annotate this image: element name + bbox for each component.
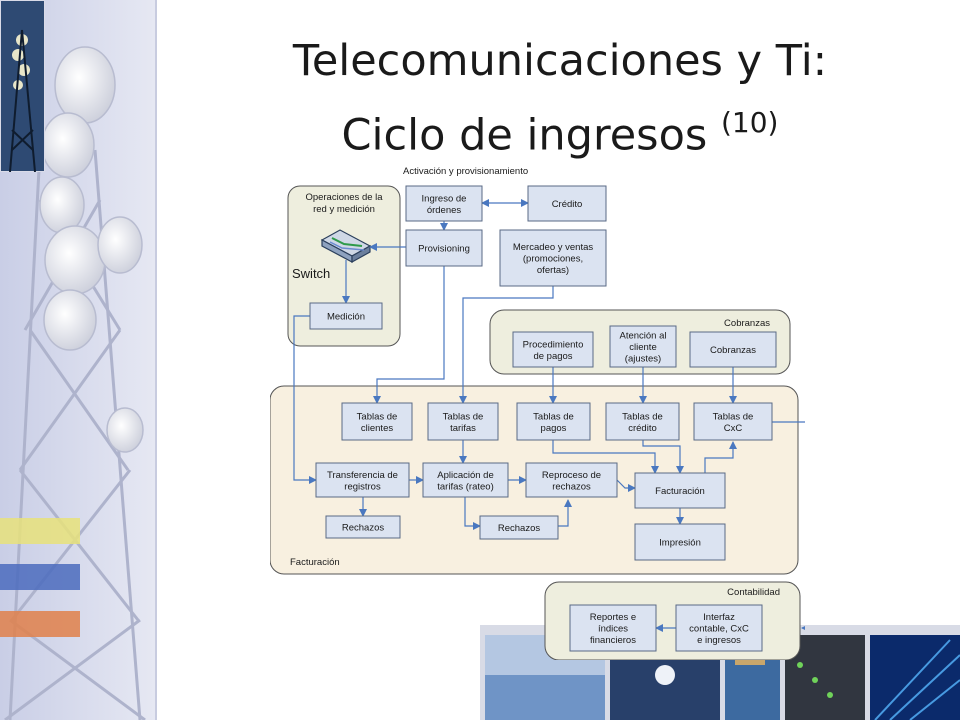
box-impresion: Impresión	[634, 523, 726, 561]
box-rechazos1-line-1: Rechazos	[342, 523, 384, 534]
tower-image-panel	[0, 0, 155, 720]
slide-title-text: Ciclo de ingresos	[341, 110, 708, 161]
box-facturacion-box: Facturación	[634, 472, 726, 509]
group-label-operaciones-1: Operaciones de la	[305, 192, 383, 203]
slide-title-note: (10)	[720, 106, 779, 139]
box-tablas-pagos-line-2: pagos	[541, 423, 567, 434]
box-mercadeo-line-1: Mercadeo y ventas	[513, 242, 594, 253]
group-label-operaciones-2: red y medición	[313, 204, 375, 215]
box-interfaz-line-2: contable, CxC	[689, 624, 749, 635]
box-tablas-clientes-line-2: clientes	[361, 423, 393, 434]
box-interfaz-line-3: e ingresos	[697, 635, 741, 646]
box-cobranzas-box: Cobranzas	[689, 331, 777, 368]
box-interfaz-line-1: Interfaz	[703, 612, 735, 623]
switch-label: Switch	[292, 266, 330, 281]
box-atencion-line-2: cliente	[629, 342, 656, 353]
box-mercadeo: Mercadeo y ventas(promociones,ofertas)	[499, 229, 607, 287]
box-reportes-line-3: financieros	[590, 635, 636, 646]
box-tablas-credito-line-1: Tablas de	[622, 411, 663, 422]
box-reportes-line-2: índices	[598, 624, 628, 635]
box-reproceso-line-1: Reproceso de	[542, 470, 601, 481]
box-tablas-pagos-line-1: Tablas de	[533, 411, 574, 422]
box-atencion-line-1: Atención al	[619, 331, 666, 342]
group-label-activacion: Activación y provisionamiento	[403, 166, 528, 177]
box-mercadeo-line-3: ofertas)	[537, 265, 569, 276]
box-credito: Crédito	[527, 185, 607, 222]
switch-icon	[320, 229, 372, 264]
box-facturacion-box-line-1: Facturación	[655, 486, 705, 497]
technology-photo-strip	[480, 625, 960, 720]
photo-inset	[0, 0, 46, 173]
revenue-cycle-diagram: Activación y provisionamiento Operacione…	[270, 166, 805, 660]
box-procedimiento-line-2: de pagos	[533, 351, 572, 362]
box-aplicacion-line-1: Aplicación de	[437, 470, 494, 481]
box-tablas-credito-line-2: crédito	[628, 423, 657, 434]
box-tablas-cxc-line-2: CxC	[724, 423, 743, 434]
box-transferencia-line-2: registros	[344, 481, 381, 492]
box-rechazos1: Rechazos	[325, 515, 401, 539]
box-provisioning: Provisioning	[405, 229, 483, 267]
box-tablas-tarifas-line-2: tarifas	[450, 423, 476, 434]
box-reportes-line-1: Reportes e	[590, 612, 636, 623]
box-medicion-line-1: Medición	[327, 312, 365, 323]
group-label-cobranzas: Cobranzas	[724, 318, 770, 329]
box-cobranzas-box-line-1: Cobranzas	[710, 345, 756, 356]
box-transferencia-line-1: Transferencia de	[327, 470, 398, 481]
group-label-contabilidad: Contabilidad	[727, 587, 780, 598]
slide-title-line-1: Telecomunicaciones y Ti:	[292, 36, 828, 86]
box-aplicacion-line-2: tarifas (rateo)	[437, 481, 494, 492]
side-separator	[155, 0, 157, 720]
box-mercadeo-line-2: (promociones,	[523, 254, 583, 265]
box-tablas-clientes-line-1: Tablas de	[357, 411, 398, 422]
box-rechazos2-line-1: Rechazos	[498, 523, 540, 534]
box-medicion: Medición	[309, 302, 383, 330]
box-provisioning-line-1: Provisioning	[418, 244, 470, 255]
box-tablas-cxc-line-1: Tablas de	[713, 411, 754, 422]
box-ingreso-line-1: Ingreso de	[422, 193, 467, 204]
box-impresion-line-1: Impresión	[659, 538, 701, 549]
box-procedimiento-line-1: Procedimiento	[523, 339, 584, 350]
group-label-facturacion: Facturación	[290, 557, 340, 568]
box-atencion-line-3: (ajustes)	[625, 354, 661, 365]
box-tablas-tarifas-line-1: Tablas de	[443, 411, 484, 422]
box-reproceso-line-2: rechazos	[552, 481, 591, 492]
slide-title-line-2: Ciclo de ingresos (10)	[160, 98, 960, 162]
box-credito-line-1: Crédito	[552, 199, 583, 210]
box-rechazos2: Rechazos	[479, 515, 559, 540]
box-ingreso-line-2: órdenes	[427, 205, 462, 216]
